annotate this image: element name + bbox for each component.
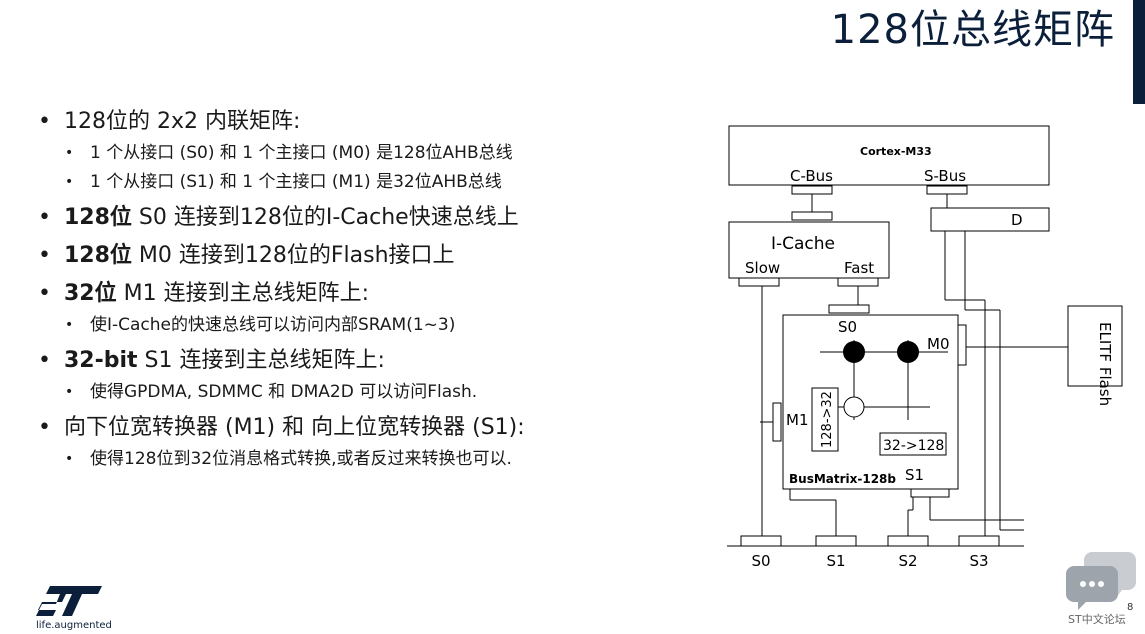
up-converter — [879, 432, 947, 456]
down-converter — [811, 387, 839, 452]
flash-label: ELITF Flash — [1096, 322, 1114, 406]
page-number: 8 — [1127, 602, 1134, 613]
title-accent-bar — [1133, 0, 1145, 104]
bottom-port-label: S3 — [969, 552, 988, 570]
cortex-label: Cortex-M33 — [860, 145, 932, 158]
cortex-m33-block — [728, 125, 1050, 186]
st-logo-icon — [36, 586, 102, 616]
logo-tagline: life.augmented — [36, 620, 112, 631]
bullet-text: 向下位宽转换器 (M1) 和 向上位宽转换器 (S1): — [64, 415, 525, 440]
port-s2 — [887, 535, 929, 547]
sub-bullet-item: 1 个从接口 (S0) 和 1 个主接口 (M0) 是128位AHB总线 — [38, 142, 678, 164]
port-s1 — [815, 535, 857, 547]
slide-title: 128位总线矩阵 — [830, 7, 1115, 53]
busmatrix-label: BusMatrix-128b — [789, 472, 896, 486]
matrix-node — [897, 341, 919, 363]
bullet-text: M0 连接到128位的Flash接口上 — [131, 243, 455, 268]
sub-bullet-item: 使I-Cache的快速总线可以访问内部SRAM(1~3) — [38, 314, 678, 336]
bullet-bold-text: 32-bit — [64, 348, 138, 373]
bullet-text: M1 连接到主总线矩阵上: — [116, 281, 370, 306]
matrix-node-open — [843, 396, 865, 418]
chat-icon — [1066, 552, 1136, 610]
bullet-list: 128位的 2x2 内联矩阵: 1 个从接口 (S0) 和 1 个主接口 (M0)… — [38, 108, 678, 481]
bullet-text: S1 连接到主总线矩阵上: — [137, 348, 385, 373]
slow-label: Slow — [745, 259, 780, 277]
sub-bullet-item: 使得128位到32位消息格式转换,或者反过来转换也可以. — [38, 448, 678, 470]
bullet-text: S0 连接到128位的I-Cache快速总线上 — [131, 205, 519, 230]
icache-block — [728, 221, 890, 279]
m1-label: M1 — [786, 411, 809, 429]
icache-label: I-Cache — [771, 234, 835, 254]
port-s3 — [958, 535, 1000, 547]
d-label: D — [1011, 211, 1023, 229]
forum-watermark: ST中文论坛 — [1068, 613, 1126, 626]
up-converter-label: 32->128 — [883, 438, 944, 454]
d-block — [930, 207, 1050, 232]
cbus-label: C-Bus — [790, 167, 833, 185]
s1-label: S1 — [905, 466, 924, 484]
sub-bullet-item: 1 个从接口 (S1) 和 1 个主接口 (M1) 是32位AHB总线 — [38, 171, 678, 193]
fast-label: Fast — [844, 259, 874, 277]
sub-bullet-item: 使得GPDMA, SDMMC 和 DMA2D 可以访问Flash. — [38, 381, 678, 403]
bullet-item: 128位 M0 连接到128位的Flash接口上 — [38, 242, 678, 270]
bottom-port-label: S2 — [898, 552, 917, 570]
down-converter-label: 128->32 — [820, 391, 835, 448]
bullet-item: 32位 M1 连接到主总线矩阵上: — [38, 280, 678, 308]
bullet-item: 向下位宽转换器 (M1) 和 向上位宽转换器 (S1): — [38, 414, 678, 442]
bullet-text: 128位的 2x2 内联矩阵: — [64, 109, 301, 134]
bottom-port-label: S0 — [751, 552, 770, 570]
bullet-item: 128位 S0 连接到128位的I-Cache快速总线上 — [38, 204, 678, 232]
sbus-label: S-Bus — [924, 167, 966, 185]
bullet-bold-text: 32位 — [64, 281, 117, 306]
m0-label: M0 — [927, 335, 950, 353]
bullet-bold-text: 128位 — [64, 205, 132, 230]
bullet-item: 128位的 2x2 内联矩阵: — [38, 108, 678, 136]
matrix-node — [843, 341, 865, 363]
port-s0 — [740, 535, 782, 547]
s0-label: S0 — [838, 318, 857, 336]
bottom-port-label: S1 — [826, 552, 845, 570]
flash-block — [1067, 305, 1123, 387]
bullet-bold-text: 128位 — [64, 243, 132, 268]
bullet-item: 32-bit S1 连接到主总线矩阵上: — [38, 347, 678, 375]
